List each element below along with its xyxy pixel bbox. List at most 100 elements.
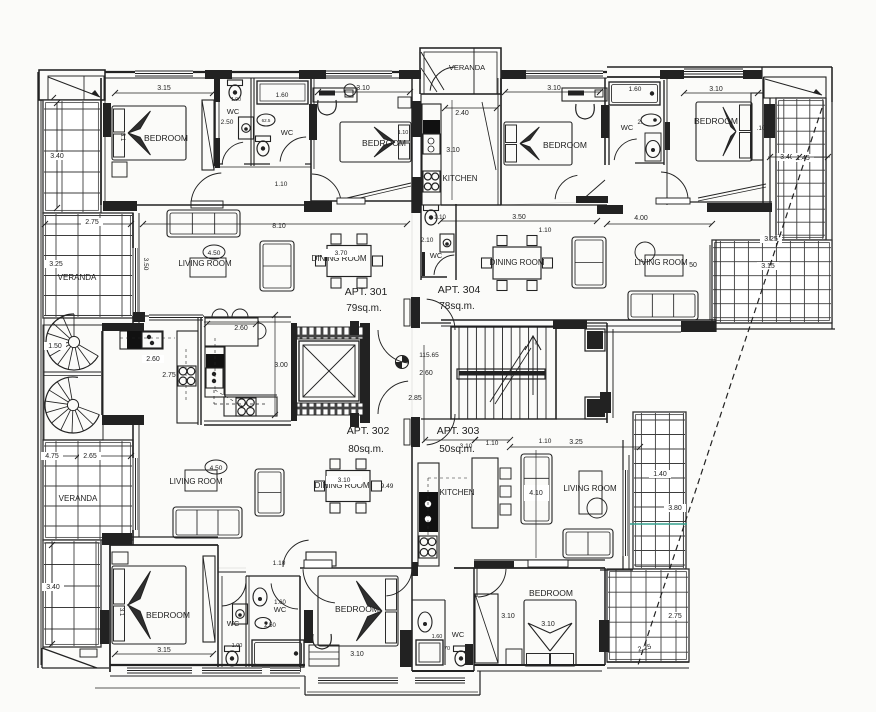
svg-text:3.10: 3.10 — [460, 443, 473, 450]
svg-text:WC: WC — [281, 128, 294, 137]
svg-text:2.75: 2.75 — [668, 613, 682, 620]
svg-text:4.50: 4.50 — [208, 250, 221, 257]
svg-text:9.49: 9.49 — [381, 483, 394, 490]
svg-text:1.40: 1.40 — [653, 471, 667, 478]
svg-text:3.50: 3.50 — [142, 258, 149, 271]
svg-text:APT. 301: APT. 301 — [345, 286, 388, 298]
svg-text:WC: WC — [430, 251, 443, 260]
svg-text:WC: WC — [274, 605, 287, 614]
svg-text:1.60: 1.60 — [276, 92, 289, 99]
svg-text:3.70: 3.70 — [335, 250, 348, 257]
svg-text:2.10: 2.10 — [421, 237, 434, 244]
svg-text:DINING ROOM: DINING ROOM — [311, 254, 366, 263]
svg-text:APT. 303: APT. 303 — [437, 425, 480, 437]
svg-text:BEDROOM: BEDROOM — [144, 133, 188, 143]
svg-text:2.50: 2.50 — [221, 119, 234, 126]
svg-text:WC: WC — [452, 630, 465, 639]
svg-text:1.60: 1.60 — [274, 600, 286, 606]
svg-text:115.65: 115.65 — [419, 352, 439, 359]
svg-text:3.10: 3.10 — [446, 147, 460, 154]
svg-text:VERANDA: VERANDA — [449, 63, 485, 72]
svg-text:3.25: 3.25 — [49, 261, 63, 268]
svg-text:LIVING ROOM: LIVING ROOM — [634, 258, 688, 267]
svg-text:.10: .10 — [757, 126, 766, 132]
svg-text:4.75: 4.75 — [45, 453, 59, 460]
svg-text:BEDROOM: BEDROOM — [335, 604, 379, 614]
svg-text:1.90: 1.90 — [231, 97, 241, 103]
svg-text:2.60: 2.60 — [419, 370, 433, 377]
svg-text:1.10: 1.10 — [434, 215, 446, 221]
svg-text:3.25: 3.25 — [764, 236, 778, 243]
svg-text:50: 50 — [689, 262, 697, 269]
svg-text:62.5: 62.5 — [262, 118, 271, 123]
svg-text:3.10: 3.10 — [709, 86, 723, 93]
svg-text:APT. 302: APT. 302 — [347, 425, 390, 437]
svg-text:2.: 2. — [637, 120, 642, 126]
svg-text:3.10: 3.10 — [547, 85, 561, 92]
svg-text:79sq.m.: 79sq.m. — [346, 303, 382, 314]
svg-text:BEDROOM: BEDROOM — [529, 588, 573, 598]
svg-text:3.50: 3.50 — [512, 214, 526, 221]
svg-text:1.10: 1.10 — [273, 560, 286, 567]
svg-text:3.1: 3.1 — [118, 608, 124, 617]
svg-text:VERANDA: VERANDA — [59, 494, 98, 503]
svg-text:VERANDA: VERANDA — [58, 273, 97, 282]
svg-text:#: # — [535, 341, 538, 347]
svg-text:2.60: 2.60 — [146, 356, 160, 363]
svg-text:KITCHEN: KITCHEN — [442, 174, 477, 183]
svg-text:3.1: 3.1 — [119, 133, 125, 142]
svg-text:WC: WC — [621, 123, 634, 132]
svg-text:4.00: 4.00 — [634, 215, 648, 222]
svg-text:1.60: 1.60 — [629, 86, 642, 93]
svg-text:2.25: 2.25 — [637, 643, 652, 653]
svg-text:2.65: 2.65 — [83, 453, 97, 460]
svg-text:1.60: 1.60 — [432, 634, 443, 640]
svg-text:2.85: 2.85 — [408, 395, 422, 402]
svg-text:4.50: 4.50 — [210, 465, 223, 472]
svg-text:2.75: 2.75 — [162, 372, 176, 379]
svg-text:3.40: 3.40 — [780, 154, 794, 161]
svg-text:3.80: 3.80 — [668, 505, 682, 512]
svg-text:BEDROOM: BEDROOM — [362, 138, 406, 148]
svg-text:3.10: 3.10 — [350, 651, 364, 658]
svg-text:LIVING ROOM: LIVING ROOM — [563, 484, 617, 493]
svg-text:1.50: 1.50 — [48, 343, 62, 350]
svg-text:70: 70 — [444, 646, 450, 652]
svg-text:2.50: 2.50 — [264, 623, 276, 629]
svg-text:3.15: 3.15 — [157, 647, 171, 654]
svg-text:1.10: 1.10 — [486, 440, 499, 447]
svg-text:APT. 304: APT. 304 — [438, 284, 481, 296]
svg-text:1.10: 1.10 — [539, 438, 552, 445]
svg-text:3.10: 3.10 — [541, 621, 555, 628]
svg-text:LIVING ROOM: LIVING ROOM — [169, 477, 223, 486]
svg-text:3.40: 3.40 — [46, 584, 60, 591]
svg-text:1.00: 1.00 — [232, 643, 243, 649]
svg-text:3.10: 3.10 — [356, 85, 370, 92]
svg-text:50sq.m.: 50sq.m. — [439, 444, 475, 455]
svg-text:3.15: 3.15 — [157, 85, 171, 92]
svg-text:1.45: 1.45 — [796, 155, 810, 162]
svg-text:3.00: 3.00 — [274, 362, 288, 369]
svg-text:3.10: 3.10 — [338, 477, 351, 484]
svg-text:3.15: 3.15 — [761, 263, 775, 270]
svg-text:1.10: 1.10 — [398, 130, 409, 136]
svg-text:DINING ROOM: DINING ROOM — [314, 481, 369, 490]
svg-text:BEDROOM: BEDROOM — [543, 140, 587, 150]
svg-text:BEDROOM: BEDROOM — [146, 610, 190, 620]
svg-text:1.10: 1.10 — [275, 181, 288, 188]
svg-text:2.60: 2.60 — [234, 325, 248, 332]
svg-text:80sq.m.: 80sq.m. — [348, 444, 384, 455]
svg-text:WC: WC — [227, 107, 240, 116]
svg-text:8.10: 8.10 — [272, 223, 286, 230]
svg-text:DINING ROOM: DINING ROOM — [489, 258, 544, 267]
svg-text:78sq.m.: 78sq.m. — [439, 301, 475, 312]
svg-text:3.10: 3.10 — [501, 613, 515, 620]
svg-text:LIVING ROOM: LIVING ROOM — [178, 259, 232, 268]
svg-text:1.10: 1.10 — [539, 227, 552, 234]
svg-text:3.40: 3.40 — [50, 153, 64, 160]
svg-text:2.75: 2.75 — [85, 219, 99, 226]
svg-text:KITCHEN: KITCHEN — [439, 488, 474, 497]
svg-text:2.40: 2.40 — [455, 110, 469, 117]
svg-text:BEDROOM: BEDROOM — [694, 116, 738, 126]
svg-text:3.25: 3.25 — [569, 439, 583, 446]
